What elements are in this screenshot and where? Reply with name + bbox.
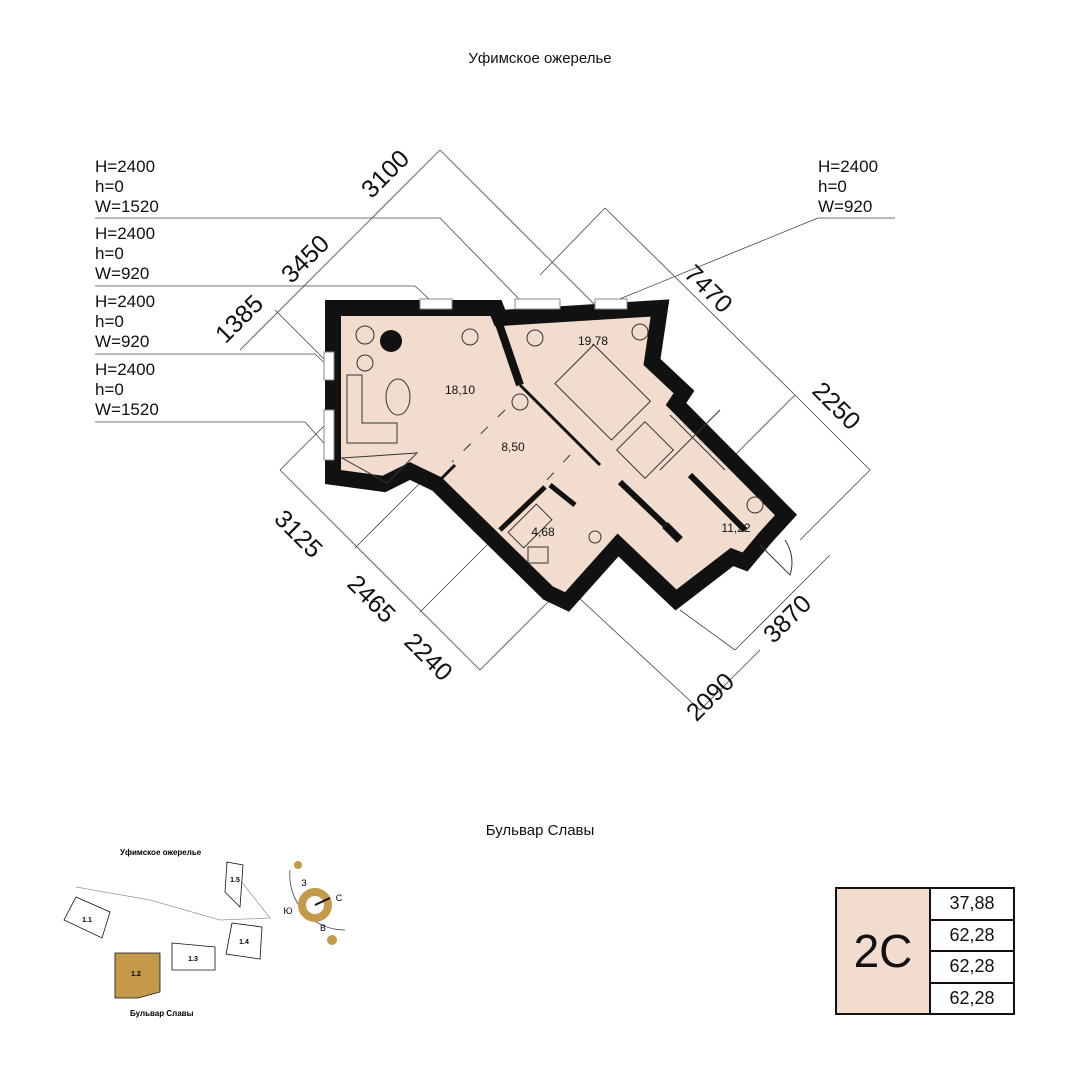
compass-east: В	[320, 923, 326, 933]
area-value: 62,28	[949, 987, 995, 1008]
svg-text:1.3: 1.3	[188, 956, 198, 963]
section-1-1	[63, 896, 111, 939]
section-1-4	[225, 922, 263, 960]
windows	[323, 298, 628, 461]
room-area-kitchen: 8,50	[501, 440, 525, 454]
compass-west: З	[301, 878, 306, 888]
section-1-3	[171, 942, 216, 971]
street-top-label: Уфимское ожерелье	[468, 50, 612, 67]
svg-text:1.1: 1.1	[82, 917, 92, 924]
street-bottom-label: Бульвар Славы	[485, 822, 595, 839]
room-area-hall: 11,22	[721, 521, 750, 535]
svg-text:1.5: 1.5	[230, 877, 240, 884]
compass: З С Ю В	[283, 861, 346, 945]
apartment-walls	[325, 299, 798, 612]
svg-text:1.4: 1.4	[239, 939, 249, 946]
room-area-bathroom: 4,68	[531, 525, 555, 539]
section-1-5	[224, 861, 244, 908]
section-1-2	[114, 952, 161, 999]
svg-text:1.2: 1.2	[131, 971, 141, 978]
compass-north: С	[336, 893, 343, 903]
area-value: 62,28	[931, 921, 1013, 952]
furniture	[340, 323, 764, 564]
minimap-bottom-street: Бульвар Славы	[130, 1009, 194, 1018]
area-value: 37,88	[931, 889, 1013, 921]
site-minimap: Уфимское ожерелье Бульвар Славы 1.1 1.2 …	[63, 848, 346, 1018]
room-area-bedroom: 19,78	[578, 334, 608, 348]
area-value: 62,28	[931, 952, 1013, 984]
compass-south: Ю	[283, 906, 292, 916]
apartment-type: 2С	[837, 889, 931, 1013]
apartment-summary-table: 2С 37,88 62,28 62,28 62,28	[835, 887, 1015, 1015]
entry-door	[759, 539, 793, 576]
room-area-living: 18,10	[445, 383, 475, 397]
minimap-top-street: Уфимское ожерелье	[120, 848, 202, 857]
